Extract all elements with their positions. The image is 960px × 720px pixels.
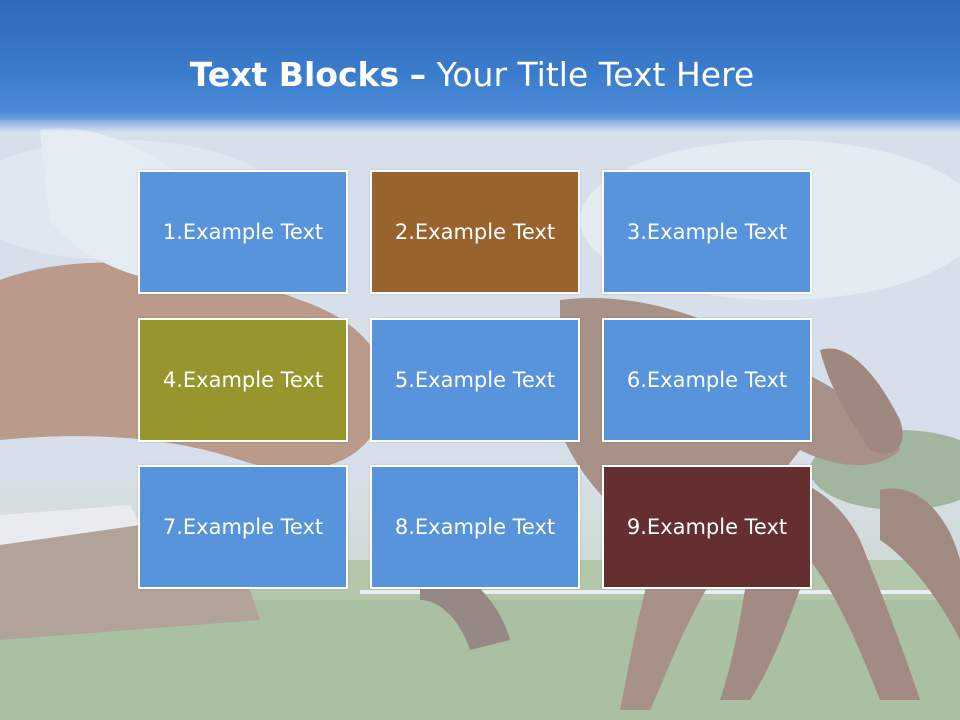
text-block-6[interactable]: 6.Example Text	[602, 318, 812, 442]
text-block-5[interactable]: 5.Example Text	[370, 318, 580, 442]
text-block-7[interactable]: 7.Example Text	[138, 465, 348, 589]
title-bold-part: Text Blocks	[189, 55, 400, 94]
text-block-4[interactable]: 4.Example Text	[138, 318, 348, 442]
text-blocks-grid: 1.Example Text 2.Example Text 3.Example …	[138, 170, 816, 594]
text-block-8[interactable]: 8.Example Text	[370, 465, 580, 589]
text-block-1[interactable]: 1.Example Text	[138, 170, 348, 294]
slide-title: Text Blocks – Your Title Text Here	[0, 50, 944, 100]
title-rest: Your Title Text Here	[436, 55, 755, 94]
text-block-3[interactable]: 3.Example Text	[602, 170, 812, 294]
text-block-2[interactable]: 2.Example Text	[370, 170, 580, 294]
text-block-9[interactable]: 9.Example Text	[602, 465, 812, 589]
title-band	[0, 0, 960, 132]
title-dash: –	[409, 55, 427, 94]
